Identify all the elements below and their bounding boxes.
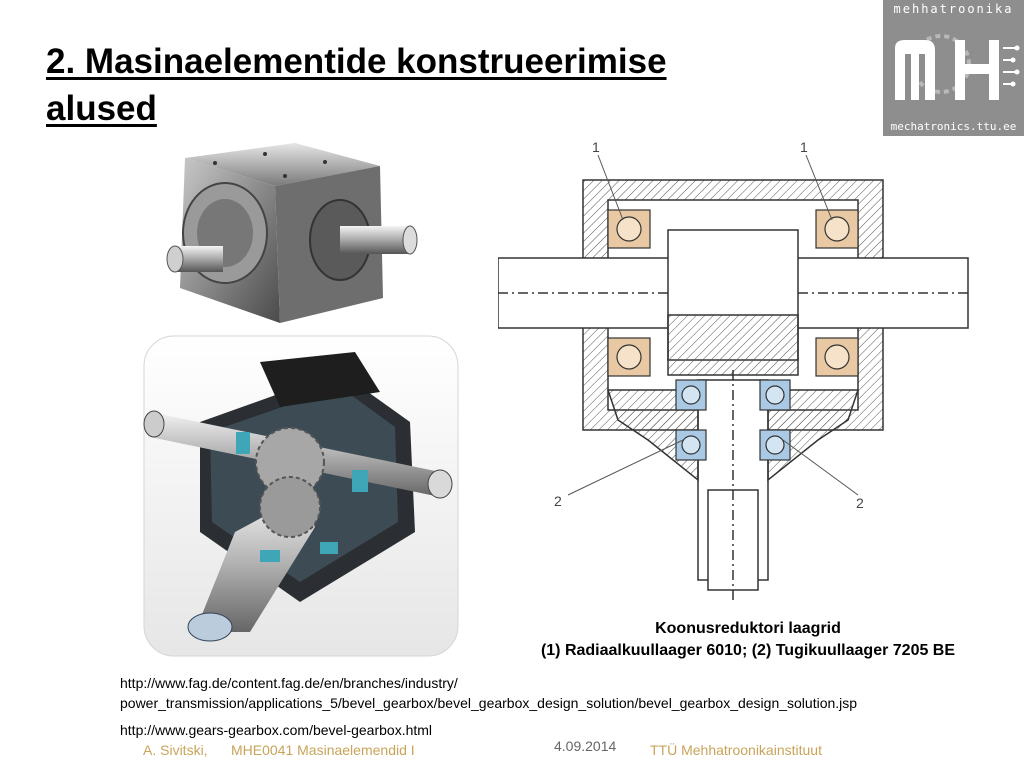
logo-emblem — [883, 18, 1024, 118]
footer-course: MHE0041 Masinaelemendid I — [231, 742, 415, 758]
slide-title: 2. Masinaelementide konstrueerimise alus… — [46, 38, 806, 132]
gearbox-cutaway-image — [143, 335, 459, 657]
gearbox-photo — [166, 143, 418, 323]
caption-line-1: Koonusreduktori laagrid — [655, 620, 841, 637]
fag-link-line-2[interactable]: power_transmission/applications_5/bevel_… — [120, 695, 858, 711]
drawing-label-2-right: 2 — [856, 495, 864, 511]
title-line-1: 2. Masinaelementide konstrueerimise — [46, 42, 667, 81]
drawing-label-2-left: 2 — [554, 493, 562, 509]
footer-author: A. Sivitski, — [143, 742, 208, 758]
drawing-label-1-left: 1 — [592, 140, 600, 155]
drawing-label-1-right: 1 — [800, 140, 808, 155]
caption-line-2: (1) Radiaalkuullaager 6010; (2) Tugikuul… — [540, 642, 956, 659]
footer-date: 4.09.2014 — [554, 738, 617, 754]
title-line-2: alused — [46, 89, 157, 128]
figure-caption: Koonusreduktori laagrid (1) Radiaalkuull… — [470, 618, 1024, 662]
footer-institute: TTÜ Mehhatroonikainstituut — [650, 742, 822, 758]
bevel-gearbox-section-drawing: 1 1 2 2 — [498, 140, 969, 600]
gears-gearbox-link[interactable]: http://www.gears-gearbox.com/bevel-gearb… — [120, 722, 433, 738]
logo-bottom-text: mechatronics.ttu.ee — [890, 120, 1017, 133]
logo-top-text: mehhatroonika — [893, 2, 1014, 16]
mechatronics-logo: mehhatroonika mechatronics.ttu.ee — [883, 0, 1024, 136]
fag-link-line-1[interactable]: http://www.fag.de/content.fag.de/en/bran… — [120, 675, 458, 691]
